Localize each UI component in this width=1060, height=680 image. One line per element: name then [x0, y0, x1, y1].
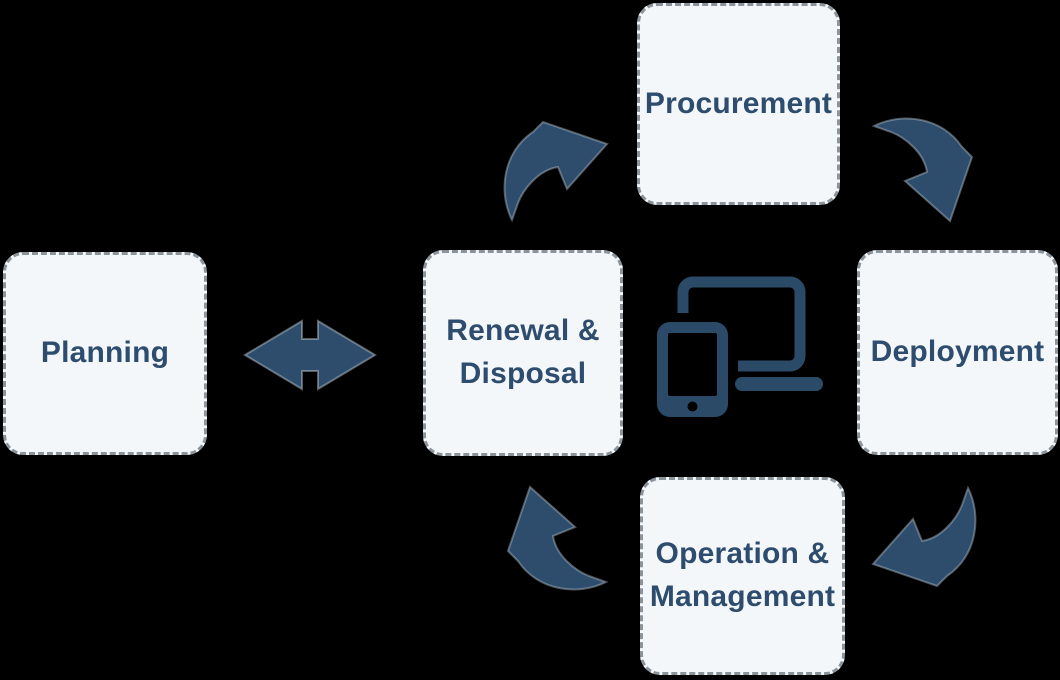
tablet-home-button [687, 401, 698, 412]
node-operation-management-label: Operation & Management [649, 537, 836, 613]
cycle-arrow-procurement-to-deployment [873, 117, 973, 222]
double-arrow-planning-renewal [243, 319, 377, 391]
cycle-arrow-deployment-to-operation [872, 487, 977, 587]
node-procurement-label: Procurement [644, 86, 833, 120]
node-deployment: Deployment [857, 250, 1058, 455]
node-deployment-label: Deployment [870, 335, 1045, 369]
node-operation-management: Operation & Management [640, 477, 845, 675]
cycle-arrow-operation-to-renewal [507, 486, 607, 591]
node-renewal-disposal: Renewal & Disposal [423, 250, 623, 456]
cycle-arrow-renewal-to-procurement [503, 120, 609, 223]
node-procurement: Procurement [637, 3, 840, 205]
monitor-base [735, 377, 823, 391]
tablet-shape [657, 322, 728, 417]
monitor-shape [677, 276, 806, 372]
node-planning-label: Planning [40, 336, 170, 370]
devices-icon [648, 276, 823, 426]
node-renewal-disposal-label: Renewal & Disposal [446, 314, 600, 390]
node-planning: Planning [3, 252, 207, 455]
tablet-screen [668, 333, 717, 396]
tablet-halo [648, 313, 738, 426]
